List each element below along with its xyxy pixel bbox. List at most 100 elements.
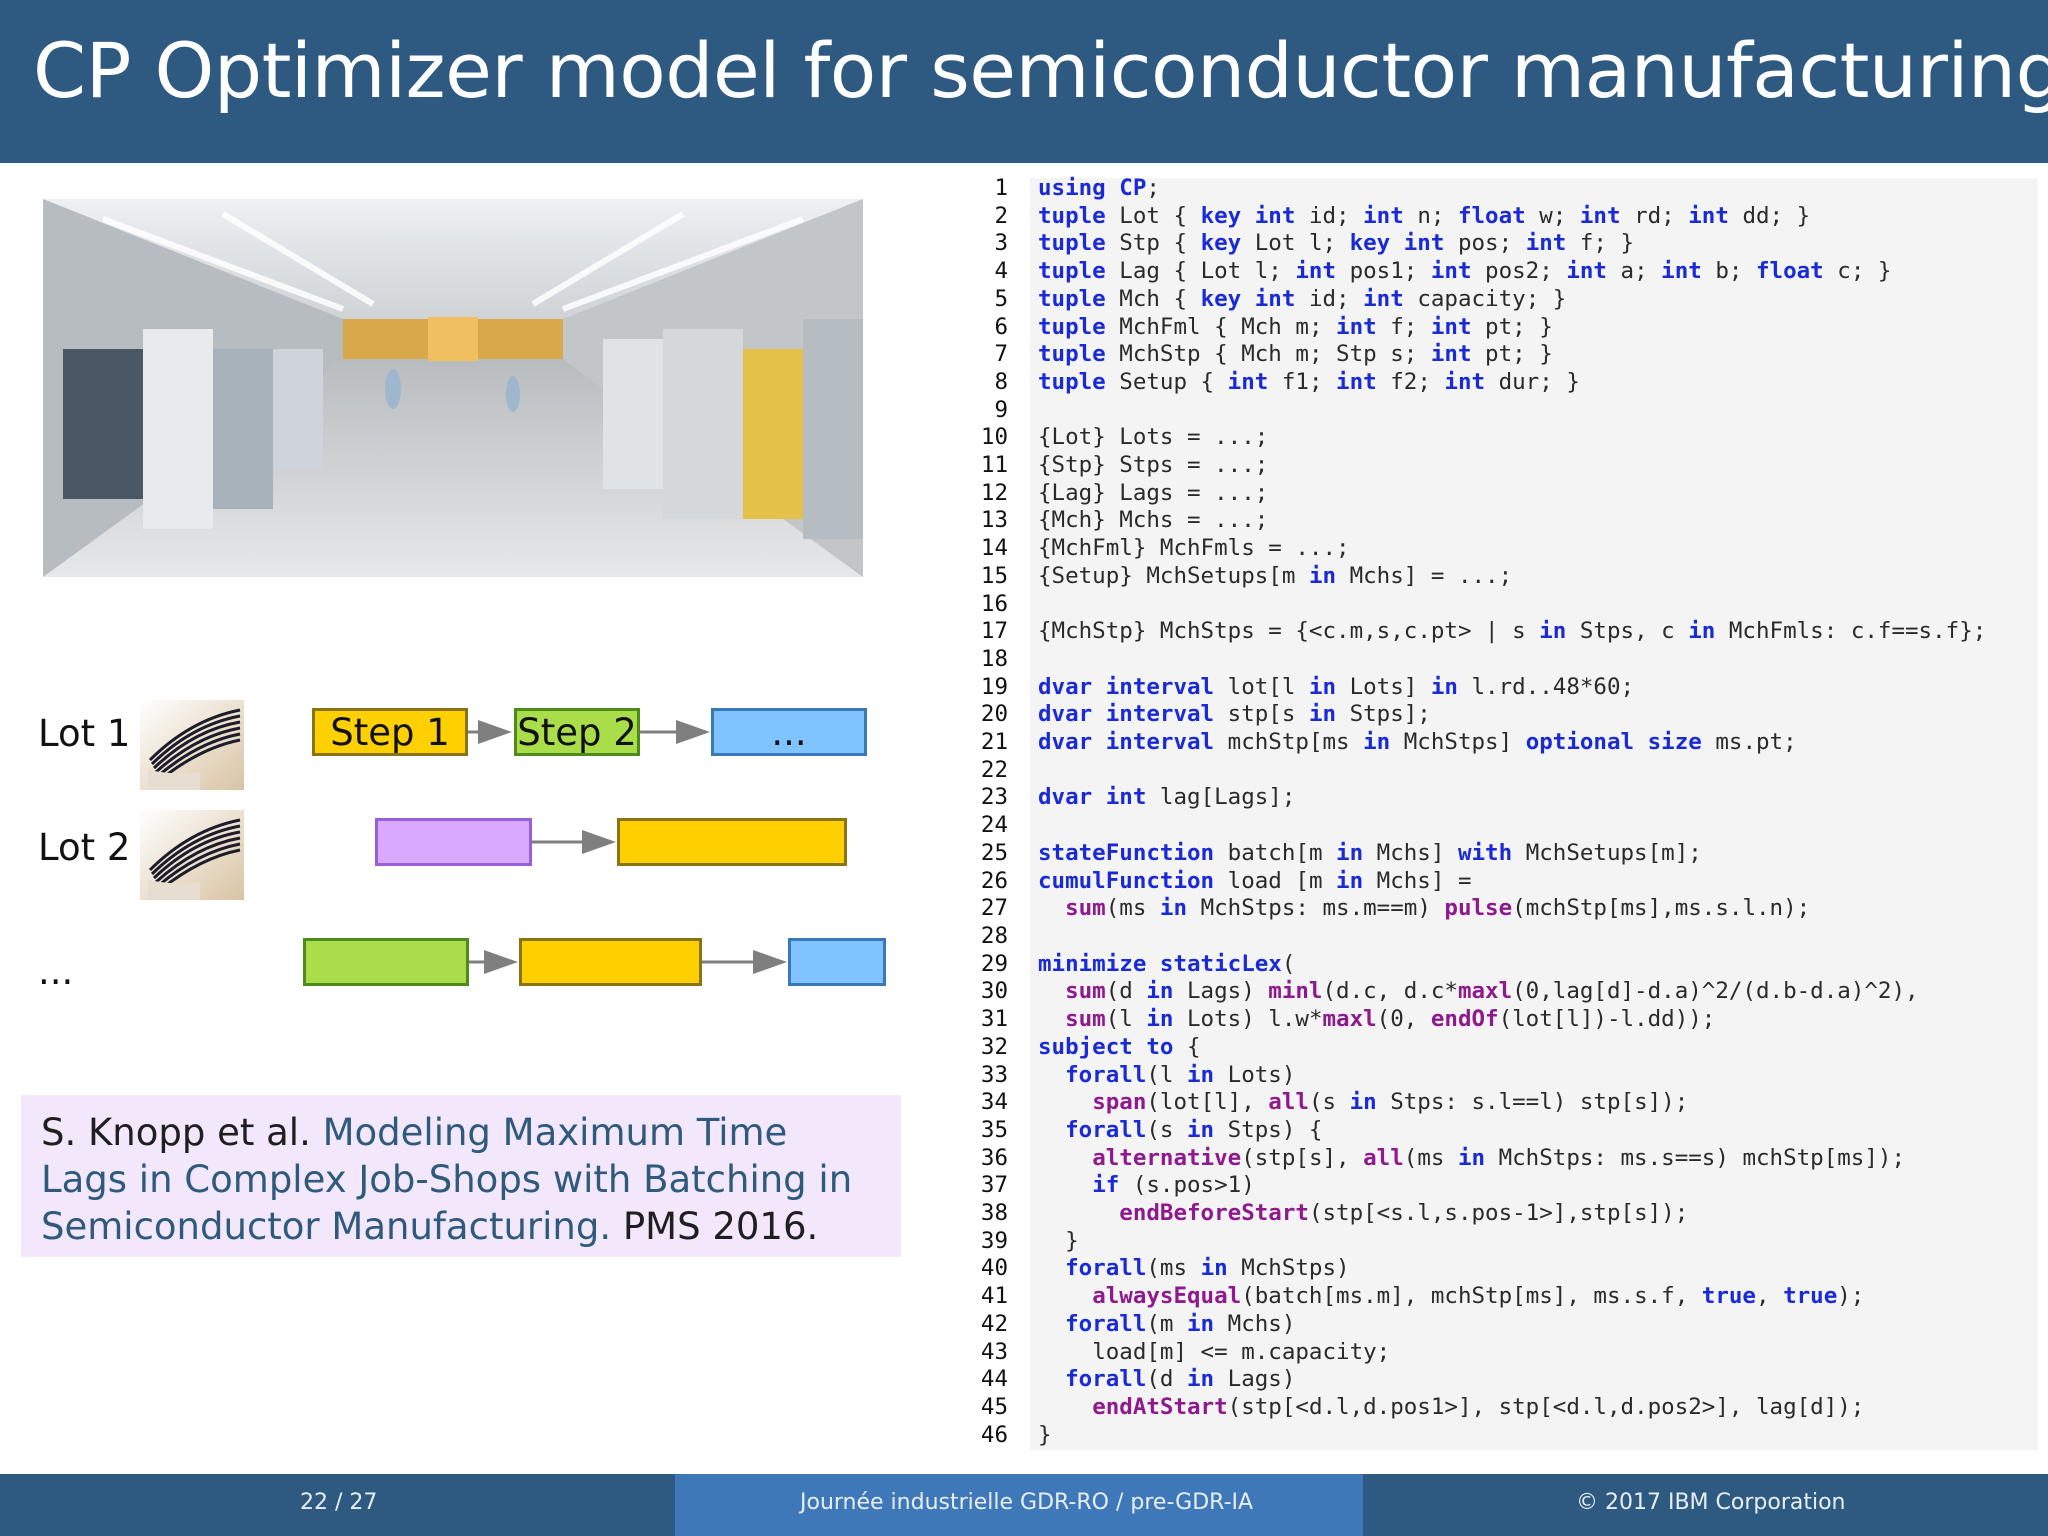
code-line: 13{Mch} Mchs = ...;: [950, 507, 1986, 535]
reference-title: Modeling Maximum Time Lags in Complex Jo…: [41, 1111, 853, 1248]
code-text: cumulFunction load [m in Mchs] =: [1038, 867, 1472, 894]
line-number: 34: [980, 1089, 1008, 1116]
code-line: 33 forall(l in Lots): [950, 1062, 1986, 1090]
code-line: 37 if (s.pos>1): [950, 1172, 1986, 1200]
lot-more-label: ...: [38, 950, 74, 993]
code-line: 44 forall(d in Lags): [950, 1366, 1986, 1394]
code-text: tuple Lag { Lot l; int pos1; int pos2; i…: [1038, 258, 1892, 285]
code-line: 24: [950, 812, 1986, 840]
line-number: 15: [980, 562, 1008, 589]
line-number: 45: [980, 1393, 1008, 1420]
line-number: 46: [980, 1421, 1008, 1448]
code-text: tuple Lot { key int id; int n; float w; …: [1038, 202, 1811, 229]
lot3-step2-box: [519, 938, 702, 986]
code-line: 34 span(lot[l], all(s in Stps: s.l==l) s…: [950, 1089, 1986, 1117]
lot2-step2-box: [617, 818, 847, 866]
lot1-step1-box: Step 1: [312, 708, 468, 756]
code-line: 16: [950, 591, 1986, 619]
line-number: 8: [994, 368, 1008, 395]
line-number: 30: [980, 978, 1008, 1005]
code-text: {Lag} Lags = ...;: [1038, 479, 1269, 506]
code-text: tuple Mch { key int id; int capacity; }: [1038, 285, 1567, 312]
reference-authors: S. Knopp et al.: [41, 1111, 311, 1154]
code-text: tuple MchFml { Mch m; int f; int pt; }: [1038, 313, 1553, 340]
line-number: 5: [994, 285, 1008, 312]
line-number: 29: [980, 950, 1008, 977]
code-line: 31 sum(l in Lots) l.w*maxl(0, endOf(lot[…: [950, 1006, 1986, 1034]
code-line: 38 endBeforeStart(stp[<s.l,s.pos-1>],stp…: [950, 1200, 1986, 1228]
code-line: 39 }: [950, 1228, 1986, 1256]
code-text: tuple Setup { int f1; int f2; int dur; }: [1038, 368, 1580, 395]
line-number: 35: [980, 1116, 1008, 1143]
lot1-more-box: ...: [711, 708, 867, 756]
code-text: alternative(stp[s], all(ms in MchStps: m…: [1092, 1144, 1905, 1171]
line-number: 13: [980, 507, 1008, 534]
code-line: 12{Lag} Lags = ...;: [950, 480, 1986, 508]
code-text: alwaysEqual(batch[ms.m], mchStp[ms], ms.…: [1092, 1283, 1865, 1310]
code-line: 8 tuple Setup { int f1; int f2; int dur; …: [950, 369, 1986, 397]
code-line: 22: [950, 757, 1986, 785]
line-number: 11: [980, 452, 1008, 479]
title-bar: CP Optimizer model for semiconductor man…: [0, 0, 2048, 163]
code-panel-background: [1030, 178, 2038, 1450]
line-number: 10: [980, 424, 1008, 451]
line-number: 14: [980, 535, 1008, 562]
code-line: 14 {MchFml} MchFmls = ...;: [950, 535, 1986, 563]
line-number: 23: [980, 784, 1008, 811]
code-line: 43 load[m] <= m.capacity;: [950, 1339, 1986, 1367]
code-line: 30 sum(d in Lags) minl(d.c, d.c*maxl(0,l…: [950, 978, 1986, 1006]
code-text: {Setup} MchSetups[m in Mchs] = ...;: [1038, 562, 1513, 589]
code-text: {MchStp} MchStps = {<c.m,s,c.pt> | s in …: [1038, 618, 1987, 645]
copyright: © 2017 IBM Corporation: [1576, 1490, 1846, 1515]
line-number: 41: [980, 1283, 1008, 1310]
lot3-step3-box: [788, 938, 886, 986]
code-line: 6 tuple MchFml { Mch m; int f; int pt; }: [950, 314, 1986, 342]
code-line: 40 forall(ms in MchStps): [950, 1255, 1986, 1283]
code-line: 41 alwaysEqual(batch[ms.m], mchStp[ms], …: [950, 1283, 1986, 1311]
line-number: 43: [980, 1338, 1008, 1365]
line-number: 36: [980, 1144, 1008, 1171]
line-number: 24: [980, 812, 1008, 839]
lot1-step2-box: Step 2: [514, 708, 640, 756]
code-text: minimize staticLex(: [1038, 950, 1296, 977]
code-line: 17 {MchStp} MchStps = {<c.m,s,c.pt> | s i…: [950, 618, 1986, 646]
code-text: forall(s in Stps) {: [1065, 1116, 1323, 1143]
code-text: tuple MchStp { Mch m; Stp s; int pt; }: [1038, 341, 1553, 368]
code-line: 9: [950, 397, 1986, 425]
code-text: forall(m in Mchs): [1065, 1310, 1296, 1337]
line-number: 9: [994, 396, 1008, 423]
line-number: 21: [980, 729, 1008, 756]
code-text: }: [1038, 1227, 1079, 1254]
line-number: 33: [980, 1061, 1008, 1088]
code-line: 46}: [950, 1422, 1986, 1450]
line-number: 27: [980, 895, 1008, 922]
line-number: 25: [980, 839, 1008, 866]
code-text: dvar interval stp[s in Stps];: [1038, 701, 1431, 728]
line-number: 16: [980, 590, 1008, 617]
code-text: {Lot} Lots = ...;: [1038, 424, 1269, 451]
reference-venue: PMS 2016.: [622, 1205, 819, 1248]
code-line: 10 {Lot} Lots = ...;: [950, 424, 1986, 452]
code-line: 45 endAtStart(stp[<d.l,d.pos1>], stp[<d.…: [950, 1394, 1986, 1422]
line-number: 17: [980, 618, 1008, 645]
code-line: 15 {Setup} MchSetups[m in Mchs] = ...;: [950, 563, 1986, 591]
lot-1-label: Lot 1: [38, 712, 131, 755]
event-name: Journée industrielle GDR-RO / pre-GDR-IA: [800, 1490, 1254, 1515]
line-number: 39: [980, 1227, 1008, 1254]
code-line: 36 alternative(stp[s], all(ms in MchStps…: [950, 1145, 1986, 1173]
code-text: {MchFml} MchFmls = ...;: [1038, 535, 1350, 562]
line-number: 31: [980, 1006, 1008, 1033]
line-number: 6: [994, 313, 1008, 340]
code-line: 11{Stp} Stps = ...;: [950, 452, 1986, 480]
code-text: forall(l in Lots): [1065, 1061, 1296, 1088]
lot3-step1-box: [303, 938, 469, 986]
